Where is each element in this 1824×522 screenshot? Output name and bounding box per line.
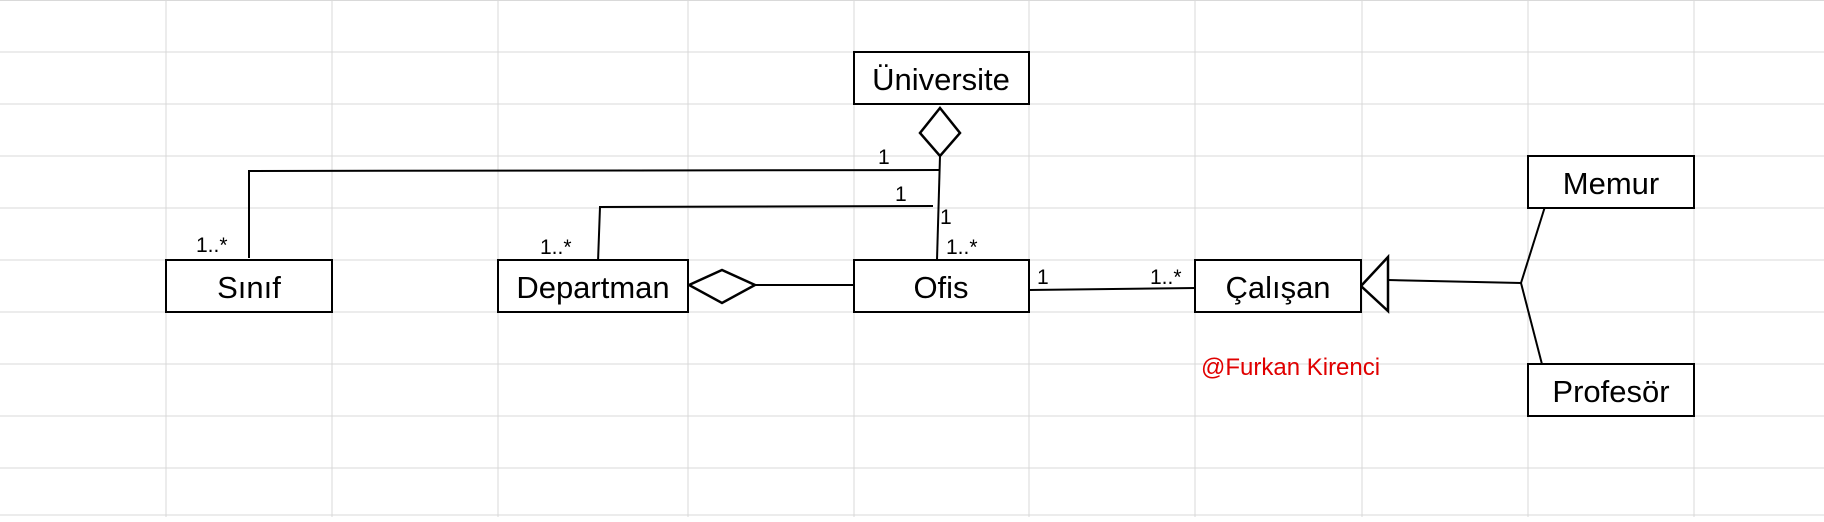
class-box-calisan xyxy=(1194,259,1362,313)
multiplicity-label: 1..* xyxy=(540,236,572,259)
watermark-text: @Furkan Kirenci xyxy=(1201,354,1380,381)
connector-universite-departman xyxy=(597,205,934,263)
aggregation-diamond-icon xyxy=(918,105,962,158)
class-name-sinif: Sınıf xyxy=(217,270,281,305)
class-name-departman: Departman xyxy=(516,270,669,305)
class-name-ofis: Ofis xyxy=(913,270,968,305)
class-box-profesor xyxy=(1527,363,1695,417)
class-box-departman xyxy=(497,259,689,313)
multiplicity-label: 1..* xyxy=(196,234,228,257)
connector-ofis-calisan xyxy=(1028,287,1197,291)
class-box-ofis xyxy=(853,259,1030,313)
multiplicity-label: 1..* xyxy=(946,236,978,259)
class-name-calisan: Çalışan xyxy=(1225,270,1330,305)
connector-universite-sinif xyxy=(248,169,941,258)
multiplicity-label: 1 xyxy=(1037,266,1049,289)
class-name-universite: Üniversite xyxy=(872,62,1010,97)
connector-universite-ofis xyxy=(936,155,941,261)
generalization-triangle-icon xyxy=(1359,253,1390,314)
class-box-universite xyxy=(853,51,1030,105)
connector-generalization-main xyxy=(1387,279,1522,284)
multiplicity-label: 1 xyxy=(940,206,952,229)
connector-memur-branch xyxy=(1520,196,1549,284)
class-box-sinif xyxy=(165,259,333,313)
class-name-profesor: Profesör xyxy=(1552,374,1669,409)
class-box-memur xyxy=(1527,155,1695,209)
multiplicity-label: 1 xyxy=(878,146,890,169)
class-name-memur: Memur xyxy=(1563,166,1659,201)
multiplicity-label: 1..* xyxy=(1150,266,1182,289)
multiplicity-label: 1 xyxy=(895,183,907,206)
aggregation-diamond-icon xyxy=(686,268,758,305)
connector-profesor-branch xyxy=(1520,282,1545,373)
